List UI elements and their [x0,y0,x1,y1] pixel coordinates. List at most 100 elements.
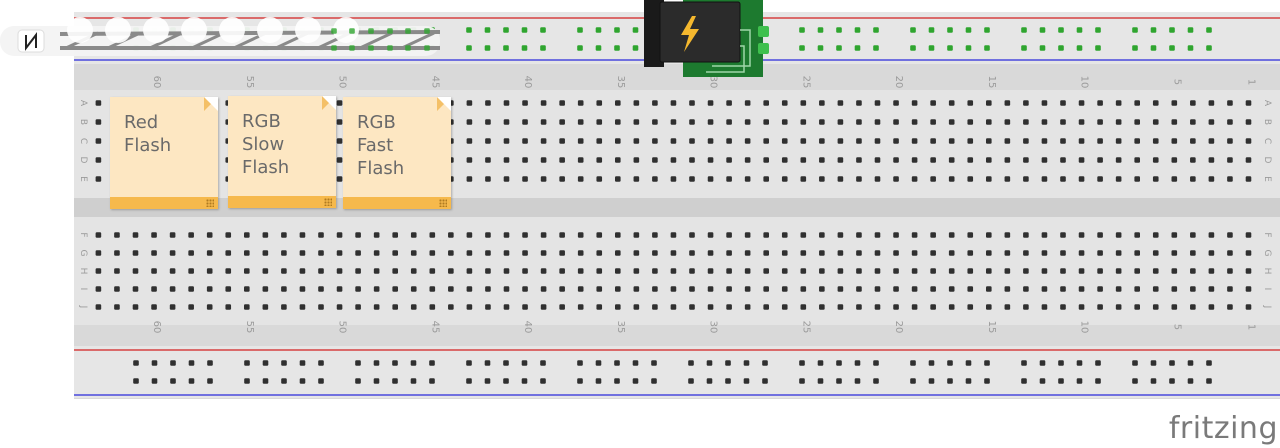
breadboard-hole[interactable] [559,119,565,125]
breadboard-hole[interactable] [1134,176,1140,182]
breadboard-hole[interactable] [1227,286,1233,292]
breadboard-hole[interactable] [1078,232,1085,238]
breadboard-hole[interactable] [1041,138,1048,144]
power-rail-hole[interactable] [188,360,195,366]
breadboard-hole[interactable] [1190,250,1196,256]
breadboard-hole[interactable] [633,304,640,310]
breadboard-hole[interactable] [633,157,640,163]
breadboard-hole[interactable] [1227,304,1233,310]
power-rail-hole[interactable] [577,378,583,384]
breadboard-hole[interactable] [1078,286,1085,292]
power-rail-hole[interactable] [1095,27,1101,33]
power-rail-hole[interactable] [1058,378,1064,384]
breadboard-hole[interactable] [1190,176,1196,182]
breadboard-hole[interactable] [781,286,788,292]
power-rail-hole[interactable] [854,360,861,366]
power-rail-hole[interactable] [873,45,879,51]
breadboard-hole[interactable] [856,138,862,144]
breadboard-hole[interactable] [577,268,584,274]
breadboard-hole[interactable] [540,250,547,256]
power-rail-hole[interactable] [133,378,139,384]
breadboard-hole[interactable] [986,157,992,163]
power-rail-hole[interactable] [928,45,935,51]
breadboard-hole[interactable] [466,100,473,106]
breadboard-hole[interactable] [1078,119,1085,125]
breadboard-hole[interactable] [373,232,380,238]
breadboard-hole[interactable] [355,304,361,310]
breadboard-hole[interactable] [1041,119,1048,125]
breadboard-hole[interactable] [132,232,139,238]
breadboard-hole[interactable] [689,119,695,125]
breadboard-hole[interactable] [911,268,918,274]
breadboard-hole[interactable] [318,286,324,292]
breadboard-hole[interactable] [95,232,102,238]
breadboard-hole[interactable] [893,286,899,292]
breadboard-hole[interactable] [930,268,936,274]
breadboard-hole[interactable] [1023,304,1029,310]
power-rail-hole[interactable] [817,27,824,33]
power-rail-hole[interactable] [873,360,879,366]
breadboard-hole[interactable] [726,286,732,292]
breadboard-hole[interactable] [911,304,918,310]
breadboard-hole[interactable] [1097,286,1103,292]
breadboard-hole[interactable] [485,268,491,274]
breadboard-hole[interactable] [410,304,417,310]
breadboard-hole[interactable] [114,268,120,274]
breadboard-hole[interactable] [596,304,603,310]
power-rail-hole[interactable] [984,45,990,51]
breadboard-hole[interactable] [95,304,102,310]
breadboard-hole[interactable] [689,157,695,163]
breadboard-hole[interactable] [355,268,361,274]
power-rail-hole[interactable] [762,378,768,384]
power-rail-hole[interactable] [466,45,472,51]
power-rail-hole[interactable] [1206,378,1212,384]
breadboard-hole[interactable] [763,176,769,182]
breadboard-hole[interactable] [1245,100,1252,106]
breadboard-hole[interactable] [967,232,974,238]
breadboard-hole[interactable] [893,100,899,106]
breadboard-hole[interactable] [410,250,417,256]
breadboard-hole[interactable] [596,138,603,144]
breadboard-hole[interactable] [1227,268,1233,274]
breadboard-hole[interactable] [781,100,788,106]
power-rail-hole[interactable] [262,360,269,366]
power-rail-hole[interactable] [368,28,374,34]
power-rail-hole[interactable] [965,360,972,366]
power-rail-hole[interactable] [854,378,861,384]
breadboard-hole[interactable] [318,304,324,310]
breadboard-hole[interactable] [633,100,640,106]
breadboard-hole[interactable] [392,232,398,238]
breadboard-hole[interactable] [466,250,473,256]
power-rail-hole[interactable] [387,45,393,51]
power-rail-hole[interactable] [410,360,417,366]
breadboard-hole[interactable] [800,100,807,106]
breadboard-hole[interactable] [948,100,955,106]
breadboard-hole[interactable] [893,138,899,144]
breadboard-hole[interactable] [1004,268,1011,274]
breadboard-hole[interactable] [1171,157,1178,163]
power-rail-hole[interactable] [1076,378,1083,384]
breadboard-hole[interactable] [819,157,825,163]
breadboard-hole[interactable] [893,176,899,182]
breadboard-hole[interactable] [559,268,565,274]
breadboard-hole[interactable] [1134,250,1140,256]
breadboard-hole[interactable] [1245,268,1252,274]
breadboard-hole[interactable] [151,232,157,238]
power-rail-hole[interactable] [1095,360,1101,366]
breadboard-hole[interactable] [1245,286,1252,292]
power-rail-hole[interactable] [521,27,528,33]
breadboard-hole[interactable] [559,176,565,182]
breadboard-hole[interactable] [485,286,491,292]
breadboard-hole[interactable] [559,250,565,256]
power-rail-hole[interactable] [1206,360,1212,366]
breadboard-hole[interactable] [967,119,974,125]
breadboard-hole[interactable] [707,100,714,106]
power-rail-hole[interactable] [614,378,620,384]
note-red-flash[interactable]: Red Flash [110,97,218,209]
breadboard-hole[interactable] [707,286,714,292]
breadboard-hole[interactable] [689,138,695,144]
breadboard-hole[interactable] [1245,304,1252,310]
breadboard-hole[interactable] [1190,138,1196,144]
breadboard-hole[interactable] [744,138,751,144]
breadboard-hole[interactable] [948,176,955,182]
